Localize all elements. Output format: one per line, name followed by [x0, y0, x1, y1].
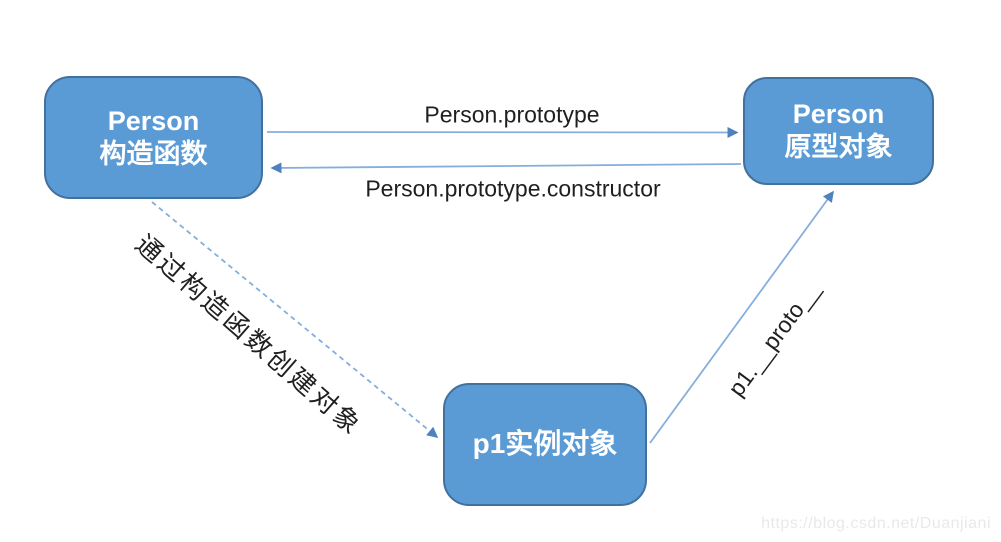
- node-person-constructor-line1: Person: [107, 105, 200, 136]
- node-person-prototype: Person 原型对象: [743, 77, 934, 185]
- node-p1-instance-label: p1实例对象: [472, 428, 618, 460]
- arrow-prototype-constructor: [270, 162, 742, 174]
- watermark: https://blog.csdn.net/Duanjiani: [761, 515, 991, 532]
- edge-label-person-prototype: Person.prototype: [424, 101, 600, 128]
- arrow-create-instance: [151, 201, 439, 438]
- edge-label-prototype-constructor: Person.prototype.constructor: [365, 175, 661, 202]
- node-person-prototype-line2: 原型对象: [784, 132, 893, 162]
- node-person-constructor-line2: 构造函数: [99, 138, 208, 169]
- arrow-person-prototype: [266, 126, 739, 138]
- node-person-prototype-line1: Person: [792, 99, 885, 130]
- node-person-constructor: Person 构造函数: [44, 76, 263, 199]
- arrow-p1-proto: [649, 190, 834, 444]
- node-p1-instance: p1实例对象: [443, 383, 647, 506]
